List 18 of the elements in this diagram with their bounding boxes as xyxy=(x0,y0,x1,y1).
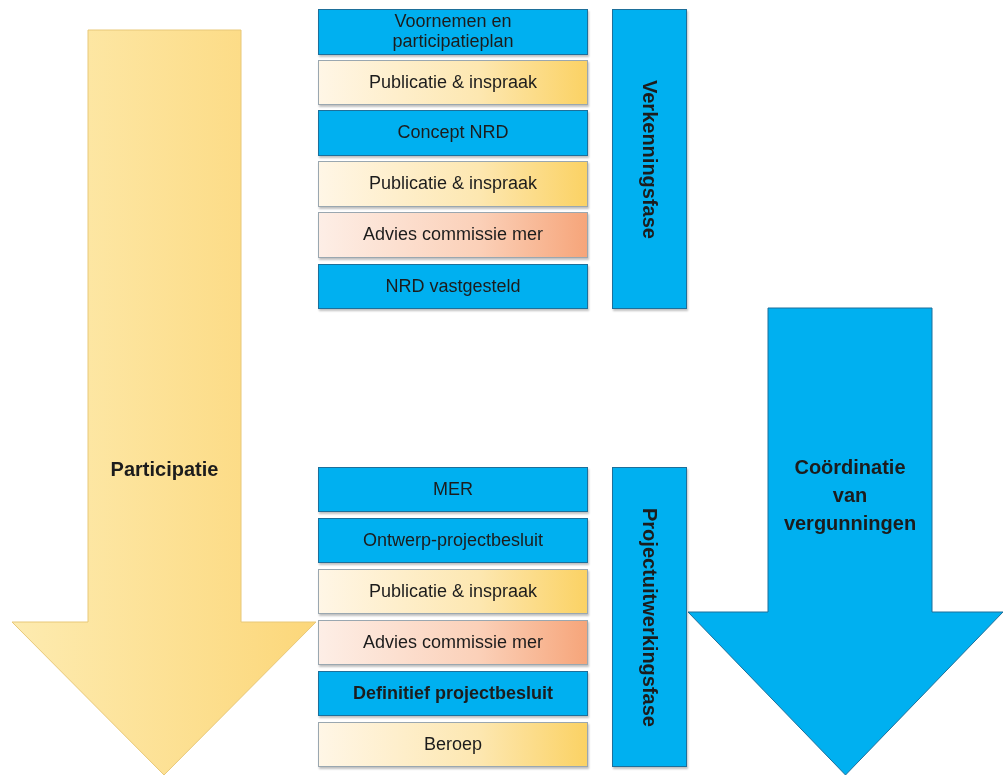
step-box: NRD vastgesteld xyxy=(318,264,588,309)
step-box: Publicatie & inspraak xyxy=(318,569,588,614)
arrow-label: Participatie xyxy=(109,457,220,482)
phase-bar xyxy=(612,9,687,309)
step-box: Definitief projectbesluit xyxy=(318,671,588,716)
step-box: Voornemen en participatieplan xyxy=(318,9,588,55)
step-box: Advies commissie mer xyxy=(318,212,588,258)
step-box: MER xyxy=(318,467,588,512)
step-box: Advies commissie mer xyxy=(318,620,588,665)
step-box: Concept NRD xyxy=(318,110,588,156)
phase-label: Verkenningsfase xyxy=(638,79,661,239)
arrow-label: Coördinatie van vergunningen xyxy=(782,455,918,536)
phase-bar xyxy=(612,467,687,767)
phase-label: Projectuitwerkingsfase xyxy=(638,507,661,727)
step-box: Ontwerp-projectbesluit xyxy=(318,518,588,563)
step-box: Publicatie & inspraak xyxy=(318,161,588,207)
step-box: Publicatie & inspraak xyxy=(318,60,588,105)
step-box: Beroep xyxy=(318,722,588,767)
